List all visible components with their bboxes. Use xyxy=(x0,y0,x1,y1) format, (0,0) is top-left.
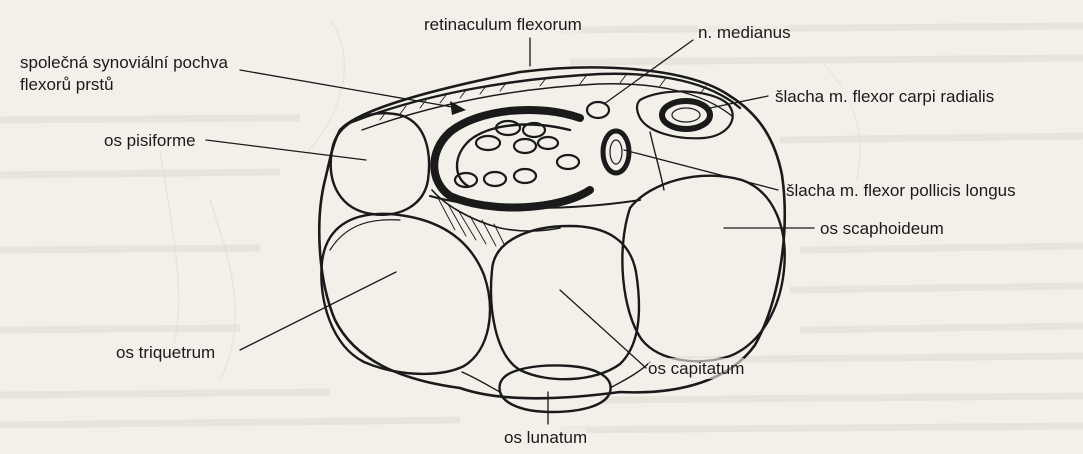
os-capitatum xyxy=(491,226,639,379)
label-flexor-pollicis-longus: šlacha m. flexor pollicis longus xyxy=(786,180,1016,201)
triquetrum-inner-edge xyxy=(330,220,400,250)
leader-pochva xyxy=(240,70,458,108)
os-triquetrum xyxy=(321,214,490,374)
label-os-triquetrum: os triquetrum xyxy=(116,342,215,363)
joint-capsule-lower xyxy=(462,372,500,392)
leader-triquetrum xyxy=(240,272,396,350)
label-os-capitatum: os capitatum xyxy=(648,358,744,379)
flexor-pollicis-longus-tendon xyxy=(603,131,629,173)
label-os-scaphoideum: os scaphoideum xyxy=(820,218,944,239)
label-os-pisiforme: os pisiforme xyxy=(104,130,196,151)
os-scaphoideum xyxy=(622,176,784,362)
label-os-lunatum: os lunatum xyxy=(504,427,587,448)
os-pisiforme xyxy=(331,113,429,214)
label-synovial-sheath-line2: flexorů prstů xyxy=(20,74,114,95)
leader-medianus xyxy=(604,40,693,104)
leader-pollicis xyxy=(624,150,778,190)
leader-capitatum xyxy=(560,290,646,368)
label-retinaculum-flexorum: retinaculum flexorum xyxy=(424,14,582,35)
label-flexor-carpi-radialis: šlacha m. flexor carpi radialis xyxy=(775,86,994,107)
flexor-tendons xyxy=(455,121,579,187)
wrist-outline xyxy=(319,67,784,398)
median-nerve xyxy=(587,102,609,118)
label-synovial-sheath-line1: společná synoviální pochva xyxy=(20,52,228,73)
leader-pisiforme xyxy=(206,140,366,160)
flexor-carpi-radialis-tendon xyxy=(662,101,710,129)
label-median-nerve: n. medianus xyxy=(698,22,791,43)
os-lunatum xyxy=(500,366,611,412)
